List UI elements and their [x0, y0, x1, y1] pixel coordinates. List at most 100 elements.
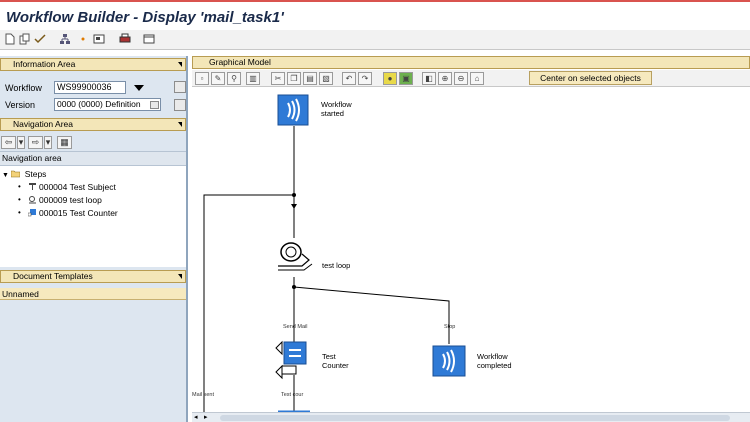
check-syntax-icon[interactable]: ▣	[399, 72, 413, 85]
document-template-row[interactable]: Unnamed	[0, 288, 186, 300]
workflow-completed-node	[432, 345, 466, 377]
workflow-started-node	[277, 94, 309, 126]
workflow-dropdown-icon[interactable]	[134, 85, 144, 91]
node-label-line: Counter	[322, 361, 349, 370]
tree-item-label: 000004 Test Subject	[39, 182, 116, 192]
scroll-down-button[interactable]	[174, 99, 186, 111]
workflow-label: Workflow	[5, 83, 42, 93]
left-pane: Information Area Workflow WS99900036 Ver…	[0, 56, 188, 422]
edge-label: Test cour	[281, 392, 304, 398]
print-icon[interactable]	[118, 33, 131, 46]
tree-icon[interactable]	[58, 33, 71, 46]
tree-root[interactable]: ▼ Steps	[2, 168, 46, 180]
tree-item[interactable]: • 000009 test loop	[0, 194, 186, 206]
back-arrow-icon[interactable]: ⇦	[1, 136, 16, 149]
overview-icon[interactable]: ◧	[422, 72, 436, 85]
expand-triangle-icon[interactable]: ▼	[2, 172, 9, 179]
information-area-header[interactable]: Information Area	[0, 58, 186, 71]
undo-icon[interactable]: ↶	[342, 72, 356, 85]
chevron-down-icon[interactable]	[150, 101, 159, 109]
graphical-model-toolbar: ▫ ✎ ⚲ ▥ ✂ ❐ ▤ ▧ ↶ ↷ ● ▣ ◧ ⊕ ⊖ ⌂ Center o…	[192, 70, 750, 87]
scrollbar-thumb[interactable]	[220, 415, 730, 421]
information-area-title: Information Area	[13, 59, 76, 69]
node-label-line: Workflow	[321, 100, 352, 109]
bullet: •	[18, 182, 21, 191]
overview-icon[interactable]	[92, 33, 105, 46]
navigation-panel: Navigation area ▼ Steps • 000004 Test Su…	[0, 151, 186, 267]
workflow-field[interactable]: WS99900036	[54, 81, 126, 94]
connector-line	[203, 194, 294, 412]
activate-icon[interactable]: ●	[383, 72, 397, 85]
version-label: Version	[5, 100, 36, 110]
node-label-line: completed	[477, 361, 512, 370]
scroll-up-button[interactable]	[174, 81, 186, 93]
copy-icon[interactable]: ❐	[287, 72, 301, 85]
cut-icon[interactable]: ✂	[271, 72, 285, 85]
navigation-area-title: Navigation Area	[13, 119, 74, 129]
bullet: •	[18, 195, 21, 204]
check-icon[interactable]	[33, 33, 46, 46]
bullet: •	[18, 208, 21, 217]
paste-icon[interactable]: ▤	[303, 72, 317, 85]
node-label-line: started	[321, 109, 344, 118]
document-templates-panel: Unnamed	[0, 285, 186, 422]
scroll-right-icon[interactable]: ▸	[204, 414, 208, 421]
navigation-area-header[interactable]: Navigation Area	[0, 118, 186, 131]
zoom-out-icon[interactable]: ⊖	[454, 72, 468, 85]
screen-icon[interactable]	[142, 33, 155, 46]
edge-label: Stop	[444, 324, 456, 330]
new-icon[interactable]: ▫	[195, 72, 209, 85]
scroll-left-icon[interactable]: ◂	[194, 414, 198, 421]
document-templates-header[interactable]: Document Templates	[0, 270, 186, 283]
node-label: Workflow started	[321, 100, 352, 118]
navigate-icon[interactable]: ⌂	[470, 72, 484, 85]
edge-label: Mail sent	[192, 392, 215, 398]
paste-special-icon[interactable]: ▧	[319, 72, 333, 85]
zoom-in-icon[interactable]: ⊕	[438, 72, 452, 85]
user-decision-icon	[28, 182, 37, 191]
edge-label: Send Mail	[283, 324, 308, 330]
workflow-diagram	[203, 94, 466, 414]
find-icon[interactable]: ⚲	[227, 72, 241, 85]
version-select[interactable]: 0000 (0000) Definition	[54, 98, 161, 111]
app-toolbar	[0, 30, 750, 50]
container-operation-icon	[27, 208, 37, 217]
navigation-toolbar: ⇦ ▾ ⇨ ▾ ▦	[0, 134, 186, 151]
back-menu-icon[interactable]: ▾	[17, 136, 25, 149]
redo-icon[interactable]: ↷	[358, 72, 372, 85]
delete-icon[interactable]: ▥	[246, 72, 260, 85]
node-label-line: Test	[322, 352, 336, 361]
graphical-model-pane: Graphical Model ▫ ✎ ⚲ ▥ ✂ ❐ ▤ ▧ ↶ ↷ ● ▣ …	[192, 56, 750, 422]
tree-item[interactable]: • 000015 Test Counter	[0, 207, 186, 219]
version-row: Version 0000 (0000) Definition	[0, 97, 186, 113]
horizontal-scrollbar[interactable]: ◂ ▸	[192, 412, 750, 422]
node-label: Workflow completed	[477, 352, 512, 370]
collapse-triangle-icon[interactable]	[178, 122, 182, 127]
tree-item-label: 000015 Test Counter	[39, 208, 118, 218]
loop-icon	[28, 195, 37, 204]
marker-icon[interactable]	[76, 33, 89, 46]
document-templates-title: Document Templates	[13, 271, 93, 281]
test-counter-node	[275, 340, 307, 380]
tree-item-label: 000009 test loop	[39, 195, 102, 205]
center-on-selected-button[interactable]: Center on selected objects	[529, 71, 652, 85]
collapse-triangle-icon[interactable]	[178, 274, 182, 279]
title-bar: Workflow Builder - Display 'mail_task1'	[0, 0, 750, 30]
copy-icon[interactable]	[18, 33, 31, 46]
forward-arrow-icon[interactable]: ⇨	[28, 136, 43, 149]
window-title: Workflow Builder - Display 'mail_task1'	[6, 9, 284, 26]
node-label-line: Workflow	[477, 352, 508, 361]
workflow-row: Workflow WS99900036	[0, 80, 186, 96]
tree-item[interactable]: • 000004 Test Subject	[0, 181, 186, 193]
folder-icon	[11, 169, 21, 178]
workflow-canvas[interactable]: Workflow started test loop Test Counter …	[192, 88, 750, 414]
collapse-triangle-icon[interactable]	[178, 62, 182, 67]
graphical-model-header: Graphical Model	[192, 56, 750, 69]
loop-node	[278, 242, 313, 271]
node-label: Test Counter	[322, 352, 349, 370]
tree-root-label: Steps	[24, 169, 47, 179]
structure-icon[interactable]: ▦	[57, 136, 72, 149]
forward-menu-icon[interactable]: ▾	[44, 136, 52, 149]
new-document-icon[interactable]	[3, 33, 16, 46]
pencil-icon[interactable]: ✎	[211, 72, 225, 85]
